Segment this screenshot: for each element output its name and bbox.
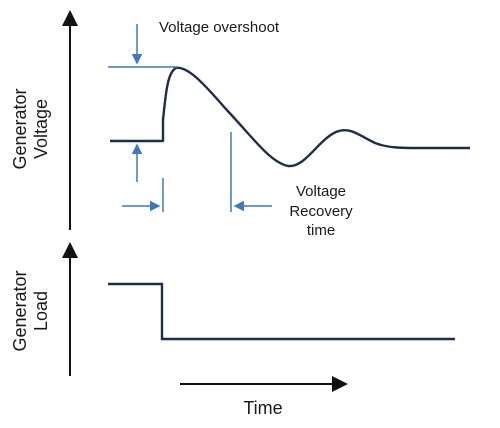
upper-y-title-line2: Voltage [31, 98, 51, 160]
time-label: Time [243, 398, 283, 418]
lower-y-title-line1: Generator [10, 270, 30, 352]
upper-y-title-line1: Generator [10, 88, 30, 170]
voltage-curve [110, 66, 470, 168]
recovery-label-line1: Voltage [295, 183, 347, 200]
recovery-label-line3: time [306, 222, 336, 239]
lower-y-axis-title: Generator Load [10, 251, 58, 371]
recovery-label-line2: Recovery [289, 203, 353, 220]
overshoot-label: Voltage overshoot [159, 19, 280, 36]
lower-y-title-line2: Load [31, 290, 51, 332]
load-curve [108, 282, 455, 341]
upper-y-axis-title: Generator Voltage [10, 69, 58, 189]
